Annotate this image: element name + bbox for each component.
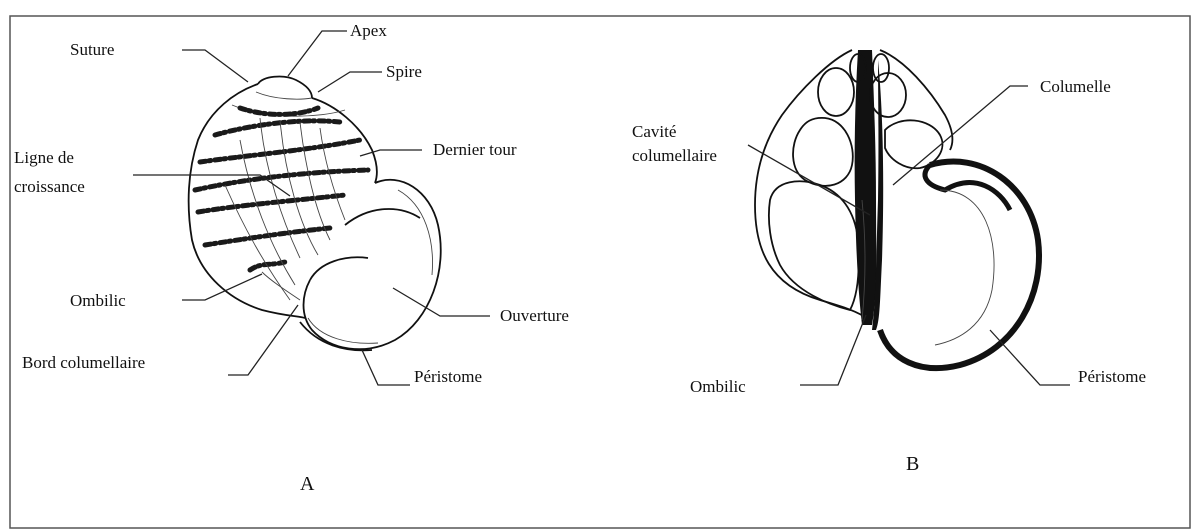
shell-a-leaders [133, 31, 490, 385]
label-ouverture: Ouverture [500, 306, 569, 325]
shell-b-chamber-right-small [870, 73, 906, 117]
shell-b-peristome [880, 162, 1039, 369]
label-suture: Suture [70, 40, 114, 59]
figure-frame [10, 16, 1190, 528]
panel-letter-a: A [300, 473, 315, 495]
label-cavite-columellaire-line1: Cavité [632, 122, 676, 141]
label-cavite-columellaire-line2: columellaire [632, 146, 717, 165]
shell-a-suture-line [256, 92, 312, 99]
shell-b-chamber-left-small [818, 68, 854, 116]
label-peristome-b: Péristome [1078, 367, 1146, 386]
label-dernier-tour: Dernier tour [433, 140, 517, 159]
label-spire: Spire [386, 62, 422, 81]
shell-b-chamber-right-mid [885, 120, 942, 168]
label-ombilic-b: Ombilic [690, 377, 746, 396]
shell-b-leaders [748, 86, 1070, 385]
label-bord-columellaire: Bord columellaire [22, 353, 145, 372]
shell-a-peristome-rim [310, 257, 368, 280]
shell-a-drawing [189, 77, 441, 351]
label-apex: Apex [350, 21, 387, 40]
shell-a-apex [258, 77, 312, 98]
label-columelle: Columelle [1040, 77, 1111, 96]
panel-letter-b: B [906, 453, 919, 475]
shell-b-outline [755, 50, 870, 320]
label-ligne-de-croissance-line1: Ligne de [14, 148, 74, 167]
label-ombilic-a: Ombilic [70, 291, 126, 310]
shell-b-apex-chamber-right [873, 54, 889, 82]
shell-a-aperture [304, 180, 441, 349]
label-ligne-de-croissance-line2: croissance [14, 177, 85, 196]
label-peristome-a: Péristome [414, 367, 482, 386]
